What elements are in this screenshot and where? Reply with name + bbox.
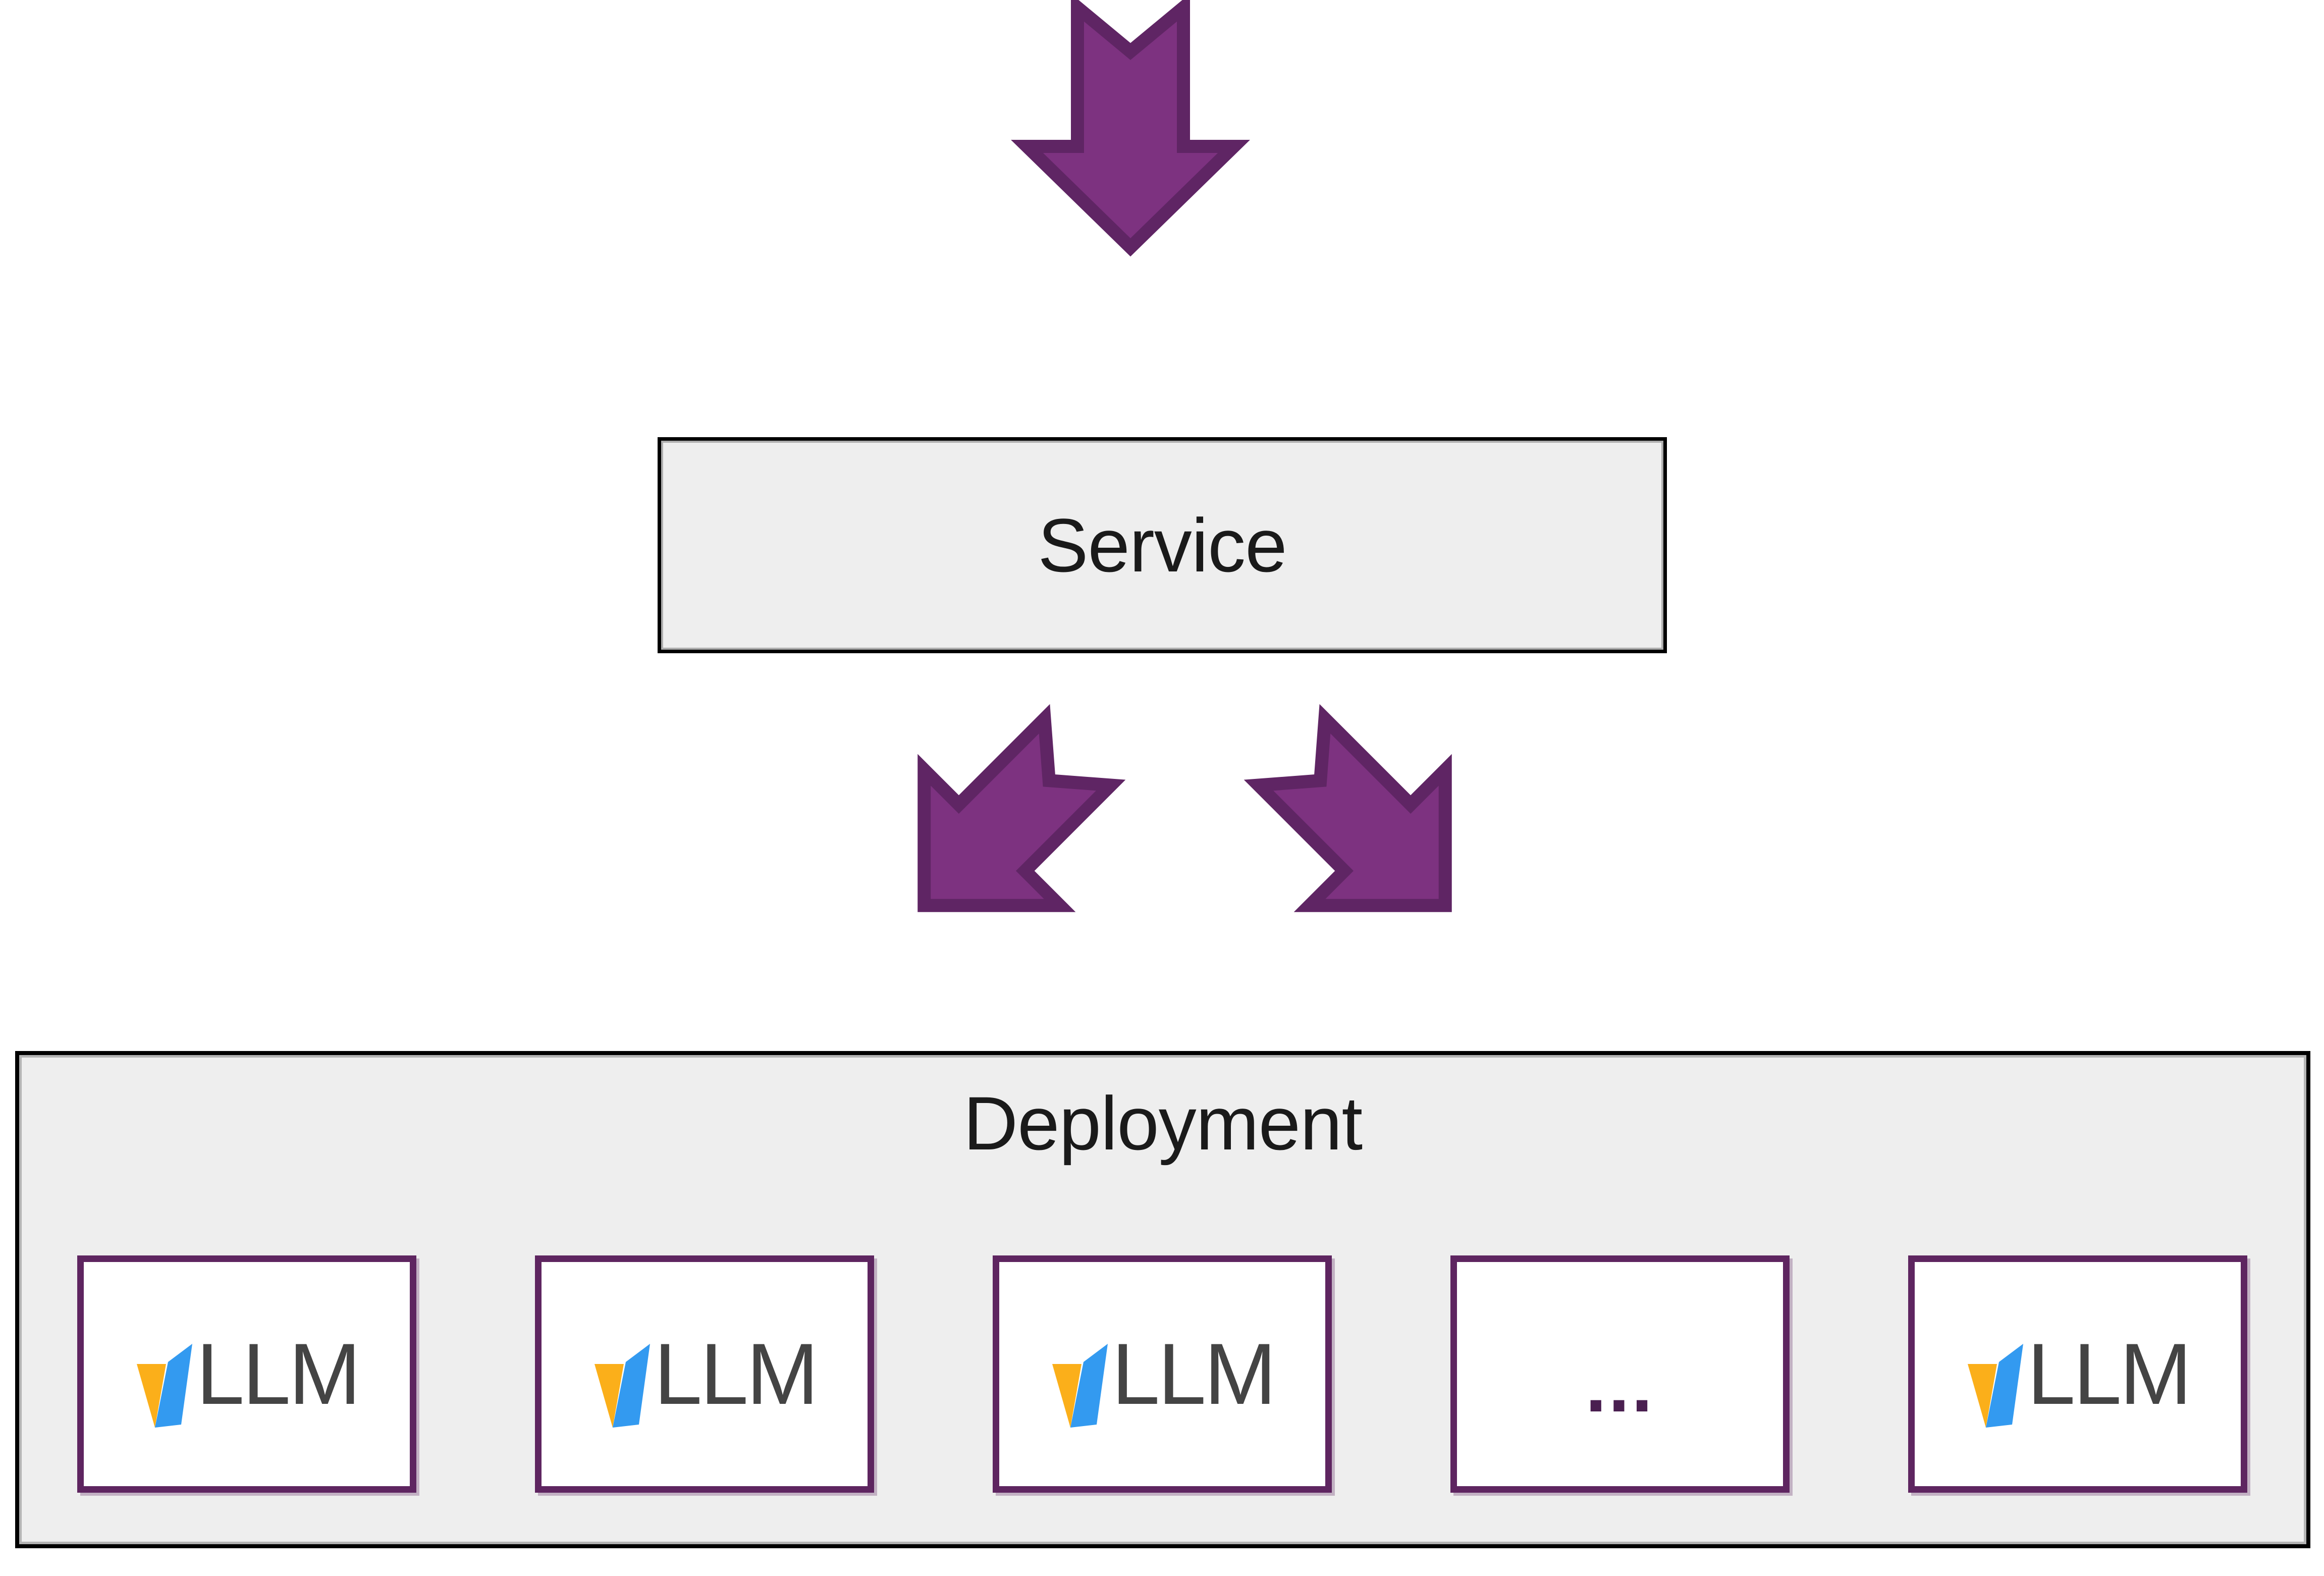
vllm-logo-text: LLM <box>1111 1326 1277 1423</box>
pod-box[interactable]: LLM <box>77 1255 416 1493</box>
vllm-logo-text: LLM <box>654 1326 819 1423</box>
pod-box[interactable]: LLM <box>993 1255 1332 1493</box>
vllm-logo-icon <box>135 1343 194 1428</box>
vllm-logo-icon <box>592 1343 652 1428</box>
vllm-logo-lockup: LLM <box>135 1326 361 1428</box>
vllm-logo-text: LLM <box>196 1326 361 1423</box>
vllm-logo-lockup: LLM <box>592 1326 819 1428</box>
pod-box-ellipsis[interactable]: ... <box>1450 1255 1790 1493</box>
pod-box[interactable]: LLM <box>1908 1255 2247 1493</box>
service-to-pod-right-arrow <box>1216 684 1549 1002</box>
deployment-label: Deployment <box>963 1081 1363 1166</box>
vllm-logo-icon <box>1050 1343 1110 1428</box>
service-to-pod-left-arrow <box>820 684 1153 1002</box>
service-label: Service <box>1038 503 1287 588</box>
deployment-box: Deployment LLM <box>15 1051 2310 1548</box>
pod-row: LLM LLM <box>77 1255 2247 1493</box>
vllm-logo-lockup: LLM <box>1966 1326 2192 1428</box>
vllm-logo-lockup: LLM <box>1050 1326 1277 1428</box>
pod-box[interactable]: LLM <box>535 1255 874 1493</box>
ellipsis-label: ... <box>1585 1343 1655 1428</box>
ingress-arrow <box>1011 0 1250 399</box>
vllm-logo-text: LLM <box>2027 1326 2192 1423</box>
service-box: Service <box>658 437 1667 653</box>
vllm-logo-icon <box>1966 1343 2025 1428</box>
